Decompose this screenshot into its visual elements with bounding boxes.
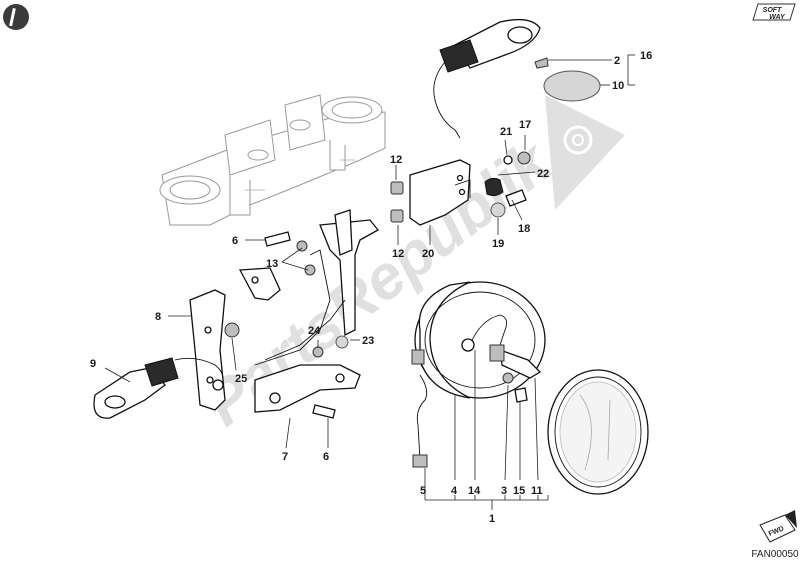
triple-clamp-ghost (159, 94, 386, 226)
callout-6-lower: 6 (323, 451, 329, 463)
callout-4: 4 (451, 485, 458, 497)
headlight-wire (416, 374, 428, 461)
callout-18: 18 (518, 223, 530, 235)
nut-13-upper (296, 240, 308, 252)
rubber-grommet-lower (390, 209, 404, 223)
grommet-25 (224, 322, 240, 338)
callout-12-lower: 12 (392, 248, 404, 260)
callout-20: 20 (422, 248, 434, 260)
drawing-code: FAN00050 (751, 549, 799, 560)
washer-23 (335, 335, 349, 349)
callout-9: 9 (90, 358, 96, 370)
callout-10: 10 (612, 80, 624, 92)
callout-17: 17 (519, 119, 531, 131)
screw-3 (514, 387, 528, 403)
callout-22: 22 (537, 168, 549, 180)
callout-23: 23 (362, 335, 374, 347)
damper-block (484, 177, 504, 197)
nut-24 (312, 346, 324, 358)
watermark-gear-icon (545, 95, 625, 210)
forward-direction-icon: FWD (759, 510, 797, 543)
callout-19: 19 (492, 238, 504, 250)
callout-3: 3 (501, 485, 507, 497)
headlight-bulb (489, 344, 542, 379)
indicator-lens (543, 70, 601, 102)
indicator-bulb (534, 57, 549, 69)
headlight-shell (411, 281, 546, 399)
callout-15: 15 (513, 485, 525, 497)
callout-6-upper: 6 (232, 235, 238, 247)
screw-18 (505, 189, 527, 207)
nut-left (212, 379, 224, 391)
instrument-support-bracket (238, 209, 379, 413)
logo-text-1: SOFT (763, 7, 782, 14)
callout-labels: 16 2 10 21 17 22 18 19 12 12 20 6 13 8 9… (90, 50, 652, 525)
callout-1: 1 (489, 513, 495, 525)
washer-19 (490, 202, 506, 218)
left-indicator-bracket (189, 289, 226, 411)
headlight-bracket (409, 159, 471, 226)
right-turn-indicator (433, 18, 541, 139)
callout-8: 8 (155, 311, 161, 323)
callout-2: 2 (614, 55, 620, 67)
headlight-lens (547, 369, 649, 495)
softway-logo: SOFT WAY (752, 3, 796, 21)
section-marker-icon (3, 4, 29, 30)
logo-text-2: WAY (769, 14, 786, 21)
callout-12-upper: 12 (390, 154, 402, 166)
callout-11: 11 (531, 485, 543, 497)
callout-7: 7 (282, 451, 288, 463)
wire-connector (412, 454, 428, 468)
left-turn-indicator (93, 357, 224, 419)
clip-15 (502, 372, 514, 384)
callout-21: 21 (500, 126, 512, 138)
nut-13-lower (304, 264, 316, 276)
callout-13: 13 (266, 258, 278, 270)
washer-21 (503, 155, 513, 165)
callout-24: 24 (308, 325, 321, 337)
leader-lines (104, 54, 635, 510)
screw-6-upper (264, 231, 291, 247)
screw-6-lower (312, 404, 336, 419)
nut-17 (517, 151, 531, 165)
callout-16: 16 (640, 50, 652, 62)
callout-5: 5 (420, 485, 426, 497)
callout-14: 14 (468, 485, 481, 497)
rubber-grommet-upper (390, 181, 404, 195)
callout-25: 25 (235, 373, 247, 385)
